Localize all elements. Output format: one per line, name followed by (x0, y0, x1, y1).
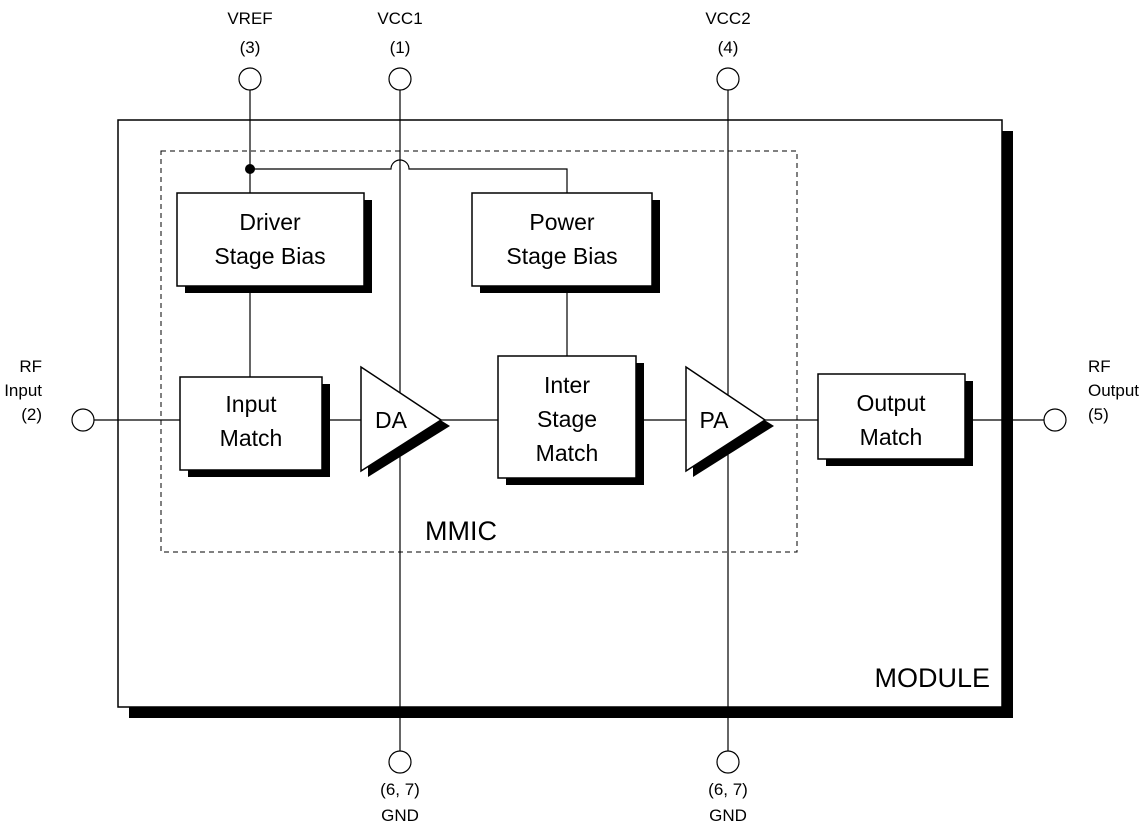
module-label: MODULE (874, 663, 990, 693)
pa-label: PA (700, 407, 730, 433)
input-match-label-1: Input (225, 391, 277, 417)
da-label: DA (375, 407, 408, 433)
output-match-label-2: Match (860, 424, 923, 450)
bias-bus-wire (250, 159, 568, 193)
inter-match-label-3: Match (536, 440, 599, 466)
rf-output-pin-line1: RF (1088, 357, 1111, 376)
input-match-box (179, 376, 323, 471)
gnd-pin-2: (6, 7) GND (708, 750, 748, 825)
pa-amplifier-triangle (685, 365, 767, 473)
pa-amplifier: PA (685, 365, 774, 477)
da-amplifier: DA (360, 365, 450, 477)
gnd-pin-1-name: GND (381, 806, 419, 825)
output-match-label-1: Output (856, 390, 926, 416)
gnd-pin-1: (6, 7) GND (380, 750, 420, 825)
rf-input-pin: RF Input (2) (4, 357, 95, 432)
vcc1-pin: VCC1 (1) (377, 9, 423, 91)
gnd-pin-2-name: GND (709, 806, 747, 825)
rf-input-pin-circle (71, 408, 95, 432)
rf-output-pin: RF Output (5) (1043, 357, 1139, 432)
gnd-pin-2-circle (716, 750, 740, 774)
vref-pin-name: VREF (227, 9, 272, 28)
inter-match-label-2: Stage (537, 406, 597, 432)
mmic-outline (160, 150, 798, 553)
rf-output-pin-line2: Output (1088, 381, 1139, 400)
vcc2-pin-name: VCC2 (705, 9, 750, 28)
driver-bias-label-2: Stage Bias (214, 243, 325, 269)
vref-pin-circle (238, 67, 262, 91)
rf-input-pin-line2: Input (4, 381, 42, 400)
mmic-label: MMIC (425, 516, 497, 546)
output-match-block: Output Match (817, 373, 973, 466)
driver-stage-bias-block: Driver Stage Bias (176, 192, 372, 293)
gnd-pin-1-number: (6, 7) (380, 780, 420, 799)
power-bias-label-2: Stage Bias (506, 243, 617, 269)
input-match-block: Input Match (179, 376, 330, 477)
da-amplifier-triangle (360, 365, 443, 473)
rf-input-pin-line1: RF (19, 357, 42, 376)
rf-input-pin-number: (2) (21, 405, 42, 424)
rf-output-pin-circle (1043, 408, 1067, 432)
input-match-label-2: Match (220, 425, 283, 451)
mmic: MMIC (160, 150, 798, 553)
gnd-pin-2-number: (6, 7) (708, 780, 748, 799)
driver-bias-box (176, 192, 365, 287)
bias-junction-dot (245, 164, 255, 174)
vref-pin-number: (3) (240, 38, 261, 57)
power-stage-bias-block: Power Stage Bias (471, 192, 660, 293)
power-bias-box (471, 192, 653, 287)
rf-output-pin-number: (5) (1088, 405, 1109, 424)
vref-pin: VREF (3) (227, 9, 273, 91)
output-match-box (817, 373, 966, 460)
vcc1-pin-number: (1) (390, 38, 411, 57)
inter-stage-match-block: Inter Stage Match (497, 355, 644, 485)
vcc1-pin-circle (388, 67, 412, 91)
inter-match-box (497, 355, 637, 479)
inter-match-label-1: Inter (544, 372, 590, 398)
driver-bias-label-1: Driver (239, 209, 301, 235)
vcc2-pin: VCC2 (4) (705, 9, 751, 91)
gnd-pin-1-circle (388, 750, 412, 774)
vcc1-pin-name: VCC1 (377, 9, 422, 28)
vcc2-pin-circle (716, 67, 740, 91)
power-bias-label-1: Power (529, 209, 595, 235)
vcc2-pin-number: (4) (718, 38, 739, 57)
